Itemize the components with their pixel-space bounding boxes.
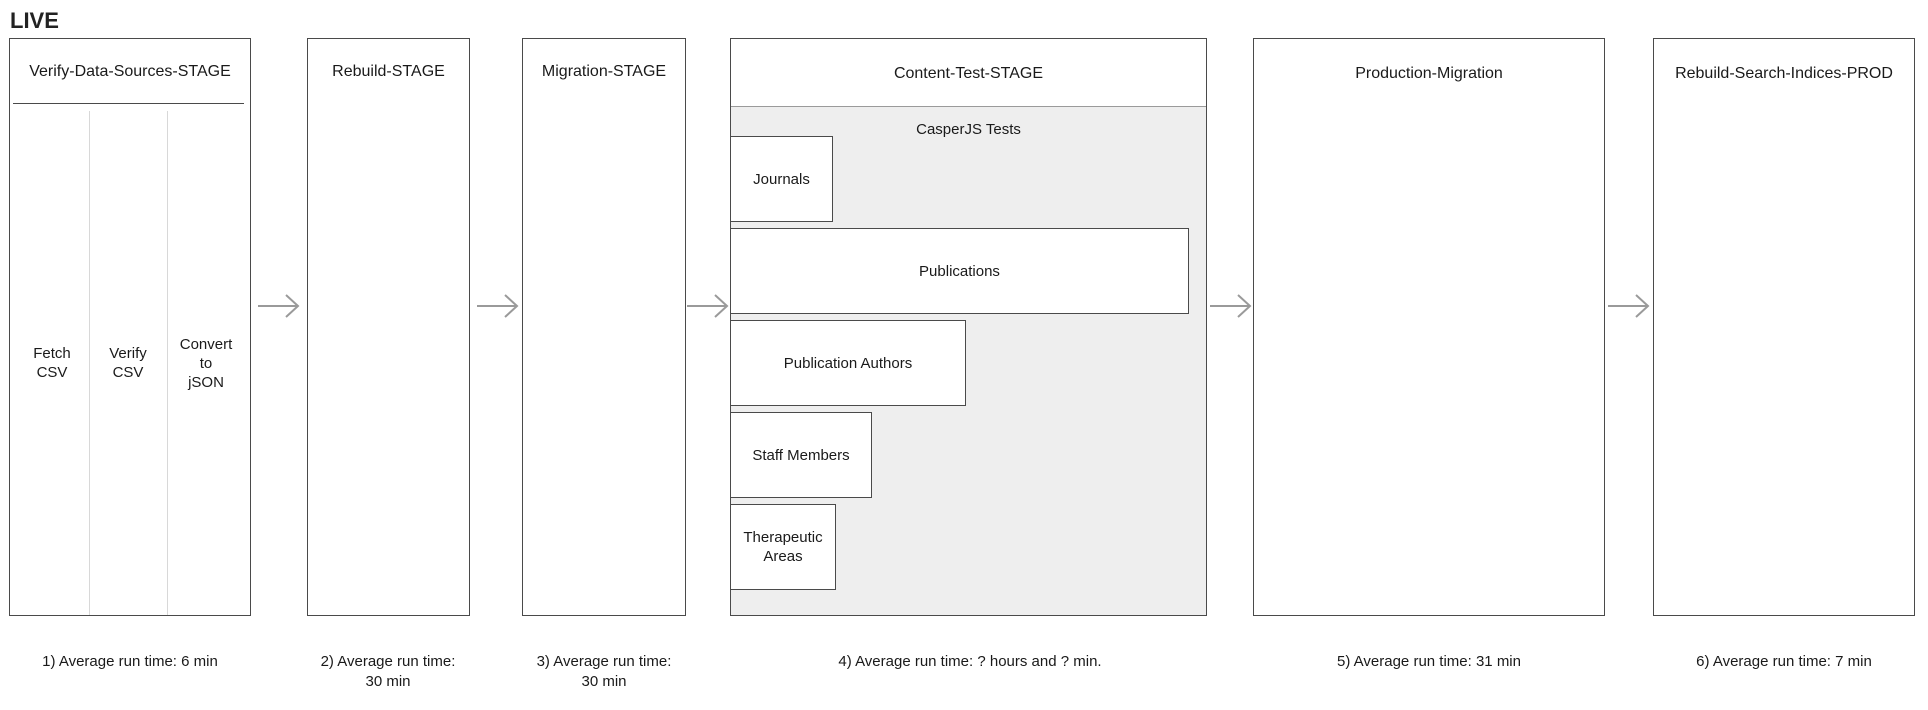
stage-rebuild-search-indices-prod: Rebuild-Search-Indices-PROD [1653,38,1915,616]
stage-production-migration: Production-Migration [1253,38,1605,616]
step-divider [89,111,90,615]
test-journals: Journals [730,136,833,222]
run-time-1: 1) Average run time: 6 min [42,653,218,670]
stage-title: Production-Migration [1355,65,1503,82]
run-time-4: 4) Average run time: ? hours and ? min. [838,653,1102,670]
test-publication-authors: Publication Authors [730,320,966,406]
stage-rebuild: Rebuild-STAGE [307,38,470,616]
arrow-right-icon [1210,294,1252,318]
title-divider [13,103,244,104]
arrow-right-icon [687,294,729,318]
run-time-2: 2) Average run time:30 min [320,653,456,690]
run-time-5: 5) Average run time: 31 min [1337,653,1521,670]
stage-title: Rebuild-STAGE [332,63,445,80]
test-staff-members: Staff Members [730,412,872,498]
arrow-right-icon [1608,294,1650,318]
run-time-3: 3) Average run time:30 min [536,653,672,690]
stage-title: Verify-Data-Sources-STAGE [29,63,231,80]
panel-title: CasperJS Tests [916,121,1021,138]
arrow-right-icon [477,294,519,318]
step-divider [167,111,168,615]
arrow-right-icon [258,294,300,318]
run-time-6: 6) Average run time: 7 min [1696,653,1872,670]
stage-content-test: Content-Test-STAGE CasperJS Tests Journa… [730,38,1207,616]
test-publications: Publications [730,228,1189,314]
stage-title: Rebuild-Search-Indices-PROD [1675,65,1893,82]
stage-title: Content-Test-STAGE [893,65,1044,82]
live-label: LIVE [10,8,59,33]
casperjs-tests-panel: CasperJS Tests Journals Publications Pub… [730,106,1206,615]
stage-title: Migration-STAGE [541,63,667,80]
stage-migration: Migration-STAGE [522,38,686,616]
